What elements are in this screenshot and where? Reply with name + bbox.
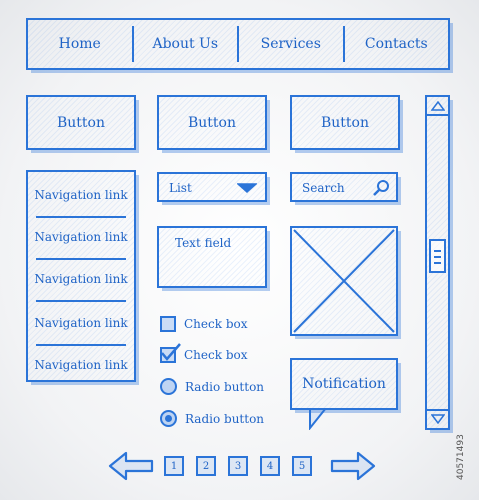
scroll-down-arrow-icon[interactable] <box>431 414 445 424</box>
nav-separator <box>342 26 345 62</box>
nav-item-services[interactable]: Services <box>260 36 321 52</box>
button-3[interactable]: Button <box>290 95 400 150</box>
page-3-button[interactable]: 3 <box>228 456 248 476</box>
checkbox-2-checked[interactable]: Check box <box>160 343 248 363</box>
nav-item-home[interactable]: Home <box>58 36 101 52</box>
button-2[interactable]: Button <box>157 95 267 150</box>
vertical-scrollbar[interactable] <box>425 95 450 430</box>
next-arrow-icon[interactable] <box>330 450 376 482</box>
search-field[interactable]: Search <box>290 172 398 202</box>
page-5-button[interactable]: 5 <box>292 456 312 476</box>
radio-label: Radio button <box>185 379 265 394</box>
image-placeholder <box>290 226 398 336</box>
checkbox-label: Check box <box>184 317 248 331</box>
dropdown-label: List <box>169 181 192 195</box>
search-placeholder: Search <box>302 181 345 195</box>
text-field-placeholder: Text field <box>175 236 232 250</box>
sidebar-nav-link-4[interactable]: Navigation link <box>34 316 128 330</box>
top-navigation-bar: Home About Us Services Contacts <box>26 18 450 70</box>
sidebar-nav-link-5[interactable]: Navigation link <box>34 358 128 372</box>
page-2-button[interactable]: 2 <box>196 456 216 476</box>
watermark-id: 40571493 <box>456 434 466 480</box>
sidebar-divider <box>36 300 126 302</box>
scroll-thumb[interactable] <box>429 239 446 273</box>
checkbox-label: Check box <box>184 348 248 362</box>
checkbox-checked-icon[interactable] <box>160 343 181 363</box>
sidebar-nav-link-1[interactable]: Navigation link <box>34 188 128 202</box>
notification-bubble: Notification <box>290 358 398 410</box>
radio-circle-icon[interactable] <box>160 378 177 395</box>
checkbox-square-icon[interactable] <box>160 316 176 332</box>
search-icon[interactable] <box>372 179 390 197</box>
notification-tail-icon <box>309 408 327 430</box>
list-dropdown[interactable]: List <box>157 172 267 202</box>
checkbox-1[interactable]: Check box <box>160 316 248 332</box>
nav-separator <box>131 26 134 62</box>
scroll-top-divider <box>427 114 448 116</box>
nav-item-about-us[interactable]: About Us <box>152 36 219 52</box>
page-4-button[interactable]: 4 <box>260 456 280 476</box>
scroll-up-arrow-icon[interactable] <box>431 101 445 111</box>
text-field[interactable]: Text field <box>157 226 267 288</box>
sidebar-nav-link-2[interactable]: Navigation link <box>34 230 128 244</box>
dropdown-arrow-icon <box>237 183 257 193</box>
page-1-button[interactable]: 1 <box>164 456 184 476</box>
previous-arrow-icon[interactable] <box>108 450 154 482</box>
image-placeholder-icon <box>293 229 395 333</box>
button-1[interactable]: Button <box>26 95 136 150</box>
radio-label: Radio button <box>185 411 265 426</box>
nav-item-contacts[interactable]: Contacts <box>364 36 428 52</box>
nav-separator <box>237 26 239 62</box>
sidebar-divider <box>36 216 126 218</box>
sidebar-divider <box>36 258 126 260</box>
sidebar-nav-link-3[interactable]: Navigation link <box>34 272 128 286</box>
radio-button-2-selected[interactable]: Radio button <box>160 410 264 427</box>
sidebar-divider <box>36 344 126 346</box>
radio-selected-icon[interactable] <box>160 410 177 427</box>
notification-label: Notification <box>302 376 386 392</box>
sidebar-navigation: Navigation link Navigation link Navigati… <box>26 170 136 382</box>
radio-button-1[interactable]: Radio button <box>160 378 264 395</box>
pagination: 1 2 3 4 5 <box>108 450 378 484</box>
scroll-bottom-divider <box>427 409 448 411</box>
